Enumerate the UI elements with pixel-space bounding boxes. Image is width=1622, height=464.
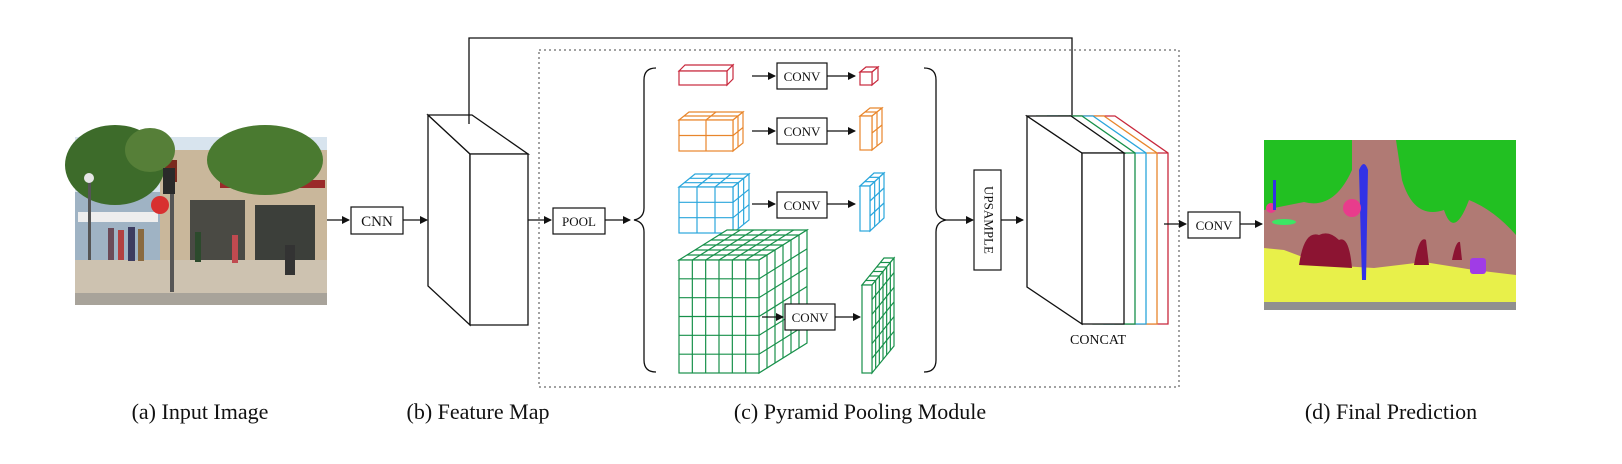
pool-label: POOL — [562, 214, 596, 229]
conv-label: CONV — [784, 198, 821, 213]
cnn-label: CNN — [361, 214, 393, 230]
conv-box — [776, 62, 828, 90]
conv-label: CONV — [784, 69, 821, 84]
conv-box — [776, 191, 828, 219]
level-2-pooled-map — [677, 110, 745, 153]
left-bracket — [633, 67, 657, 373]
caption-final-prediction: (d) Final Prediction — [1305, 399, 1477, 424]
seg-sign — [1343, 199, 1361, 217]
seg-tree-right — [1396, 140, 1516, 235]
seg-sidewalk — [1264, 302, 1516, 310]
seg-vegetation — [1272, 219, 1296, 225]
level-1-pooled-map — [677, 63, 735, 87]
conv-box — [784, 303, 836, 331]
pool-box — [552, 207, 606, 235]
input-image — [65, 125, 327, 305]
caption-feature-map: (b) Feature Map — [407, 399, 550, 424]
seg-people — [1299, 233, 1352, 268]
level-3-conv-output — [858, 171, 886, 233]
seg-person-right — [1452, 241, 1462, 260]
upsample-box — [973, 169, 1002, 271]
conv-label: CONV — [792, 310, 829, 325]
skip-connection-arrow — [468, 37, 1076, 132]
level-4-pooled-map — [676, 228, 810, 375]
final-prediction-map — [1264, 140, 1516, 310]
feature-map-block — [426, 113, 531, 327]
conv-label: CONV — [784, 124, 821, 139]
seg-pole — [1359, 164, 1368, 280]
seg-tree-left — [1264, 140, 1352, 210]
ppm-boundary — [538, 49, 1180, 388]
upsample-label: UPSAMPLE — [982, 186, 997, 254]
final-conv-label: CONV — [1196, 218, 1233, 233]
level-2-conv-output — [858, 106, 884, 152]
right-bracket — [923, 67, 947, 373]
conv-box — [776, 117, 828, 145]
seg-road — [1264, 248, 1516, 310]
level-1-conv-output — [858, 65, 880, 87]
pyramid-levels: CONV CONV CONV CONV — [676, 62, 896, 375]
caption-pyramid-pooling-module: (c) Pyramid Pooling Module — [734, 399, 986, 424]
caption-input-image: (a) Input Image — [132, 399, 269, 424]
level-4-conv-output — [860, 256, 896, 375]
seg-car — [1470, 258, 1486, 274]
concat-block — [1024, 114, 1127, 326]
seg-pole-left — [1273, 180, 1276, 210]
cnn-box — [350, 206, 404, 235]
final-conv-box — [1187, 211, 1241, 239]
seg-person — [1414, 239, 1429, 265]
level-3-pooled-map — [677, 172, 751, 235]
concat-label: CONCAT — [1070, 333, 1126, 348]
